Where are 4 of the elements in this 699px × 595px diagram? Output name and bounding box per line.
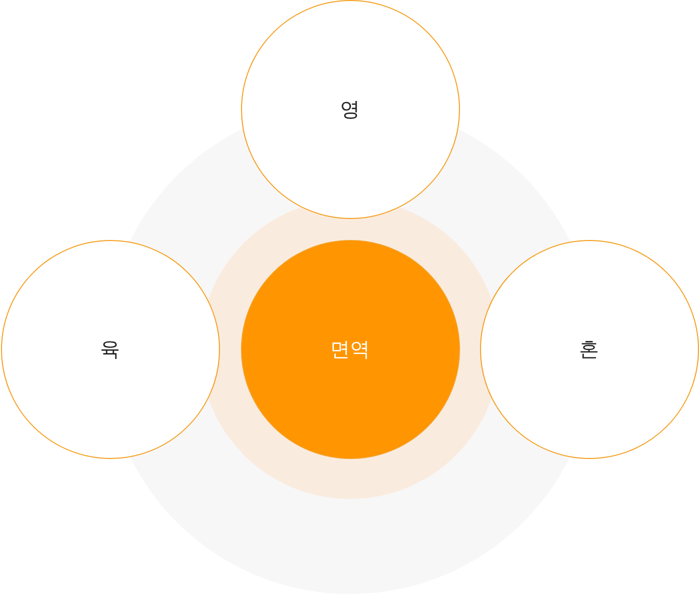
- node-label: 혼: [579, 336, 599, 362]
- node-label: 육: [100, 336, 120, 362]
- node-label: 면역: [330, 336, 370, 362]
- node-label: 영: [340, 96, 360, 122]
